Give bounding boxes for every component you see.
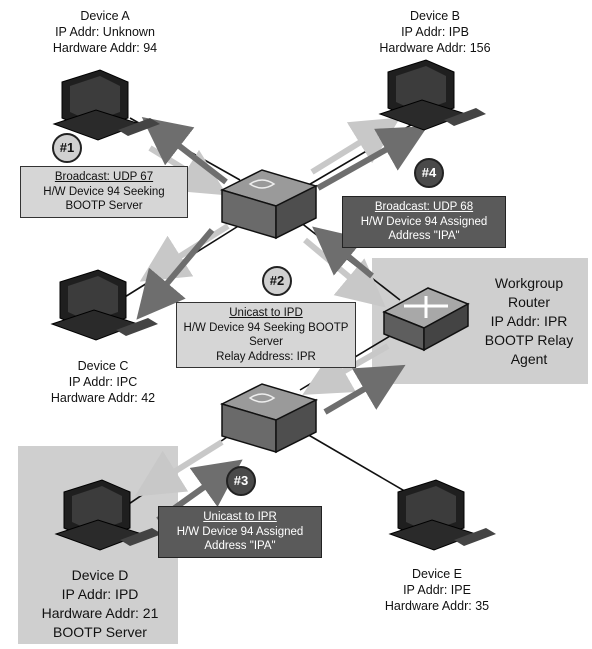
device-a-hw: Hardware Addr: 94 bbox=[52, 41, 158, 55]
device-b-ip: IP Addr: IPB bbox=[401, 25, 469, 39]
device-c-name: Device C bbox=[77, 359, 129, 373]
device-c-ip: IP Addr: IPC bbox=[68, 375, 138, 389]
message-3-box: Unicast to IPR H/W Device 94 Assigned Ad… bbox=[158, 506, 322, 558]
computer-e-icon bbox=[388, 479, 496, 551]
hub-bottom bbox=[219, 383, 319, 454]
message-3-line-2: H/W Device 94 Assigned bbox=[176, 525, 304, 538]
device-a-ip: IP Addr: Unknown bbox=[55, 25, 155, 39]
device-e-hw: Hardware Addr: 35 bbox=[384, 599, 490, 613]
step-3-badge: #3 bbox=[226, 466, 256, 496]
device-b-name: Device B bbox=[409, 9, 461, 23]
device-d-ip: IP Addr: IPD bbox=[61, 586, 139, 602]
message-2-title: Unicast to IPD bbox=[229, 307, 303, 319]
device-c-label: Device C IP Addr: IPC Hardware Addr: 42 bbox=[38, 358, 168, 406]
computer-a-icon bbox=[52, 69, 160, 141]
message-1-line-2: H/W Device 94 Seeking bbox=[43, 185, 165, 198]
message-3-title: Unicast to IPR bbox=[203, 511, 277, 523]
device-e-label: Device E IP Addr: IPE Hardware Addr: 35 bbox=[372, 566, 502, 614]
message-2-line-4: Relay Address: IPR bbox=[216, 350, 316, 363]
device-d-label: Device D IP Addr: IPD Hardware Addr: 21 … bbox=[25, 566, 175, 642]
message-4-box: Broadcast: UDP 68 H/W Device 94 Assigned… bbox=[342, 196, 506, 248]
step-1-badge: #1 bbox=[52, 133, 82, 163]
computer-d-icon bbox=[54, 479, 162, 551]
device-b-label: Device B IP Addr: IPB Hardware Addr: 156 bbox=[370, 8, 500, 56]
router-line-4: BOOTP Relay bbox=[484, 332, 574, 348]
message-4-line-3: Address "IPA" bbox=[388, 230, 460, 242]
device-c-hw: Hardware Addr: 42 bbox=[50, 391, 156, 405]
response-arrows bbox=[136, 117, 428, 523]
router-line-2: Router bbox=[507, 294, 551, 310]
message-4-title: Broadcast: UDP 68 bbox=[374, 201, 474, 213]
computer-b-icon bbox=[378, 59, 486, 131]
router-line-5: Agent bbox=[510, 351, 548, 367]
computer-c-icon bbox=[50, 269, 158, 341]
message-2-line-2: H/W Device 94 Seeking BOOTP bbox=[183, 321, 349, 334]
router-line-1: Workgroup bbox=[494, 275, 564, 291]
device-e-ip: IP Addr: IPE bbox=[403, 583, 471, 597]
device-d-role: BOOTP Server bbox=[53, 624, 147, 640]
device-d-hw: Hardware Addr: 21 bbox=[41, 605, 159, 621]
device-a-label: Device A IP Addr: Unknown Hardware Addr:… bbox=[40, 8, 170, 56]
device-e-name: Device E bbox=[411, 567, 463, 581]
message-4-line-2: H/W Device 94 Assigned bbox=[360, 215, 488, 228]
message-1-line-3: BOOTP Server bbox=[65, 200, 143, 212]
device-d-name: Device D bbox=[71, 567, 129, 583]
message-3-line-3: Address "IPA" bbox=[204, 540, 276, 552]
hub-top bbox=[219, 169, 319, 240]
step-4-badge: #4 bbox=[414, 158, 444, 188]
router-label: Workgroup Router IP Addr: IPR BOOTP Rela… bbox=[470, 274, 588, 369]
router-line-3: IP Addr: IPR bbox=[490, 313, 568, 329]
message-2-line-3: Server bbox=[249, 336, 283, 348]
router-icon bbox=[382, 287, 470, 352]
device-b-hw: Hardware Addr: 156 bbox=[379, 41, 491, 55]
device-a-name: Device A bbox=[80, 9, 130, 23]
step-2-badge: #2 bbox=[262, 266, 292, 296]
message-2-box: Unicast to IPD H/W Device 94 Seeking BOO… bbox=[176, 302, 356, 368]
message-1-box: Broadcast: UDP 67 H/W Device 94 Seeking … bbox=[20, 166, 188, 218]
message-1-title: Broadcast: UDP 67 bbox=[54, 171, 154, 183]
